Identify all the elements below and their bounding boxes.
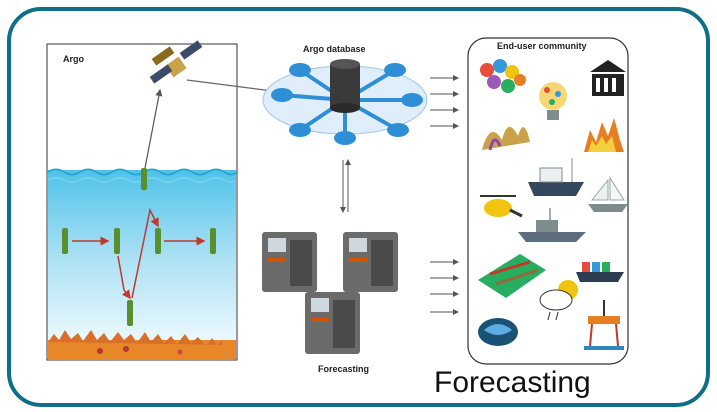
argo-float-4 <box>210 228 216 254</box>
output-arrows-top <box>430 75 459 129</box>
argo-float-2 <box>114 228 120 254</box>
weather-cloud-icon <box>539 280 578 321</box>
output-arrows-bottom <box>430 259 459 315</box>
forecasting-caption: Forecasting <box>434 366 591 399</box>
argo-label: Argo <box>63 54 84 64</box>
argo-float-3 <box>155 228 161 254</box>
government-building-icon <box>590 60 626 96</box>
warship-icon <box>518 208 586 242</box>
farm-field-icon <box>478 254 546 298</box>
database-hub-icon <box>262 59 428 145</box>
cargo-ship-icon <box>576 262 624 282</box>
seabed <box>48 330 236 359</box>
fishing-vessel-icon <box>528 158 584 196</box>
crowd-icon <box>480 59 526 93</box>
argo-database-label: Argo database <box>303 44 366 54</box>
argo-float-1 <box>62 228 68 254</box>
satellite-icon <box>149 40 203 84</box>
argo-panel <box>46 43 238 361</box>
wildfire-icon <box>584 118 624 152</box>
lightbulb-icon <box>539 82 567 120</box>
argo-float-surface <box>141 168 147 190</box>
helicopter-icon <box>480 195 523 218</box>
server-rack-icon <box>262 232 398 354</box>
oil-platform-icon <box>584 300 624 350</box>
argo-floats <box>62 88 216 326</box>
argo-float-deep <box>127 300 133 326</box>
end-user-community-label: End-user community <box>497 41 587 51</box>
sailboat-icon <box>588 176 628 212</box>
hurricane-icon <box>478 318 518 346</box>
coral-reef-icon <box>482 126 530 151</box>
forecasting-label: Forecasting <box>318 364 370 374</box>
